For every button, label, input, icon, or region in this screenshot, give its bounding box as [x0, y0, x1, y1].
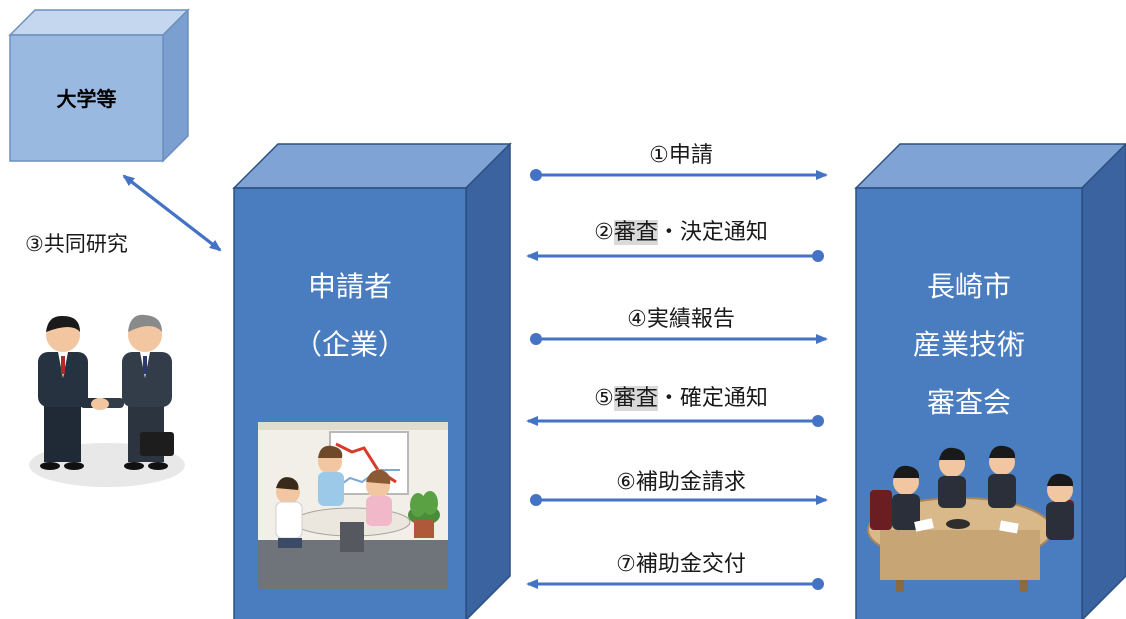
collaboration-label: ③共同研究: [25, 232, 128, 256]
committee-label-line1: 長崎市: [926, 270, 1011, 303]
collaboration-arrow: [122, 174, 222, 252]
flow-label-5-highlight: 審査: [613, 386, 658, 411]
flow-label-7: ⑦補助金交付: [616, 552, 746, 577]
university-box: [8, 8, 190, 163]
flow-label-1: ①申請: [649, 143, 713, 168]
applicant-label: 申請者 （企業）: [234, 258, 466, 374]
flow-label-2-highlight: 審査: [613, 220, 658, 245]
flow-label-2: ②審査・決定通知: [521, 214, 841, 246]
committee-member-2-icon: [938, 447, 966, 508]
committee-member-4-icon: [1046, 473, 1074, 540]
committee-label-line2: 産業技術: [912, 328, 1025, 361]
conference-meeting-illustration: [867, 445, 1074, 592]
applicant-label-line1: 申請者: [307, 270, 392, 303]
flow-label-2-prefix: ②: [594, 220, 614, 245]
businessman-right-icon: [100, 314, 174, 470]
committee-label: 長崎市 産業技術 審査会: [856, 258, 1082, 432]
businessman-left-icon: [38, 315, 100, 470]
flow-label-5-suffix: ・確定通知: [657, 386, 768, 411]
committee-member-3-icon: [988, 445, 1016, 508]
applicant-box: [232, 142, 512, 619]
office-meeting-illustration: [258, 422, 448, 589]
flow-label-2-suffix: ・決定通知: [657, 220, 768, 245]
university-label: 大学等: [56, 87, 117, 111]
handshake-illustration: [29, 314, 185, 487]
flow-label-5: ⑤審査・確定通知: [521, 380, 841, 412]
committee-member-1-icon: [892, 465, 920, 530]
flow-label-4: ④実績報告: [627, 307, 735, 332]
flow-label-6: ⑥補助金請求: [616, 470, 746, 495]
applicant-label-line2: （企業）: [293, 328, 406, 361]
flow-label-5-prefix: ⑤: [594, 386, 614, 411]
committee-label-line3: 審査会: [926, 386, 1011, 419]
